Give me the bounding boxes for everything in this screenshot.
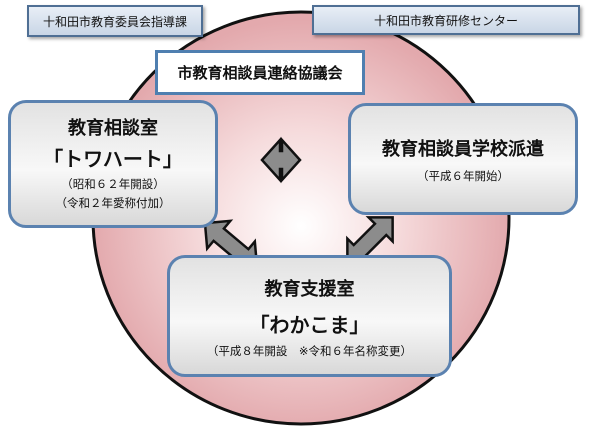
training-center-label: 十和田市教育研修センター [312, 5, 580, 35]
council-box: 市教育相談員連絡協議会 [155, 50, 365, 95]
box-title: 教育相談員学校派遣 [382, 138, 544, 160]
label-text: 十和田市教育研修センター [373, 13, 518, 28]
counseling-room-box: 教育相談室 「トワハート」 （昭和６２年開設） （令和２年愛称付加） [8, 100, 218, 228]
box-note: （平成８年開設 ※令和６年名称変更） [206, 343, 413, 358]
box-nickname: 「わかこま」 [249, 312, 370, 337]
box-title: 教育支援室 [264, 278, 355, 300]
box-note: （昭和６２年開設） [61, 177, 165, 191]
double-arrow-horizontal [260, 136, 302, 184]
guidance-division-label: 十和田市教育委員会指導課 [27, 5, 203, 37]
label-text: 十和田市教育委員会指導課 [42, 14, 187, 29]
support-room-box: 教育支援室 「わかこま」 （平成８年開設 ※令和６年名称変更） [167, 255, 452, 377]
box-nickname: 「トワハート」 [43, 147, 183, 171]
box-title: 教育相談室 [68, 118, 158, 139]
school-dispatch-box: 教育相談員学校派遣 （平成６年開始） [348, 103, 578, 215]
council-title: 市教育相談員連絡協議会 [177, 64, 343, 82]
box-note: （平成６年開始） [417, 168, 509, 183]
box-note: （令和２年愛称付加） [55, 196, 171, 210]
